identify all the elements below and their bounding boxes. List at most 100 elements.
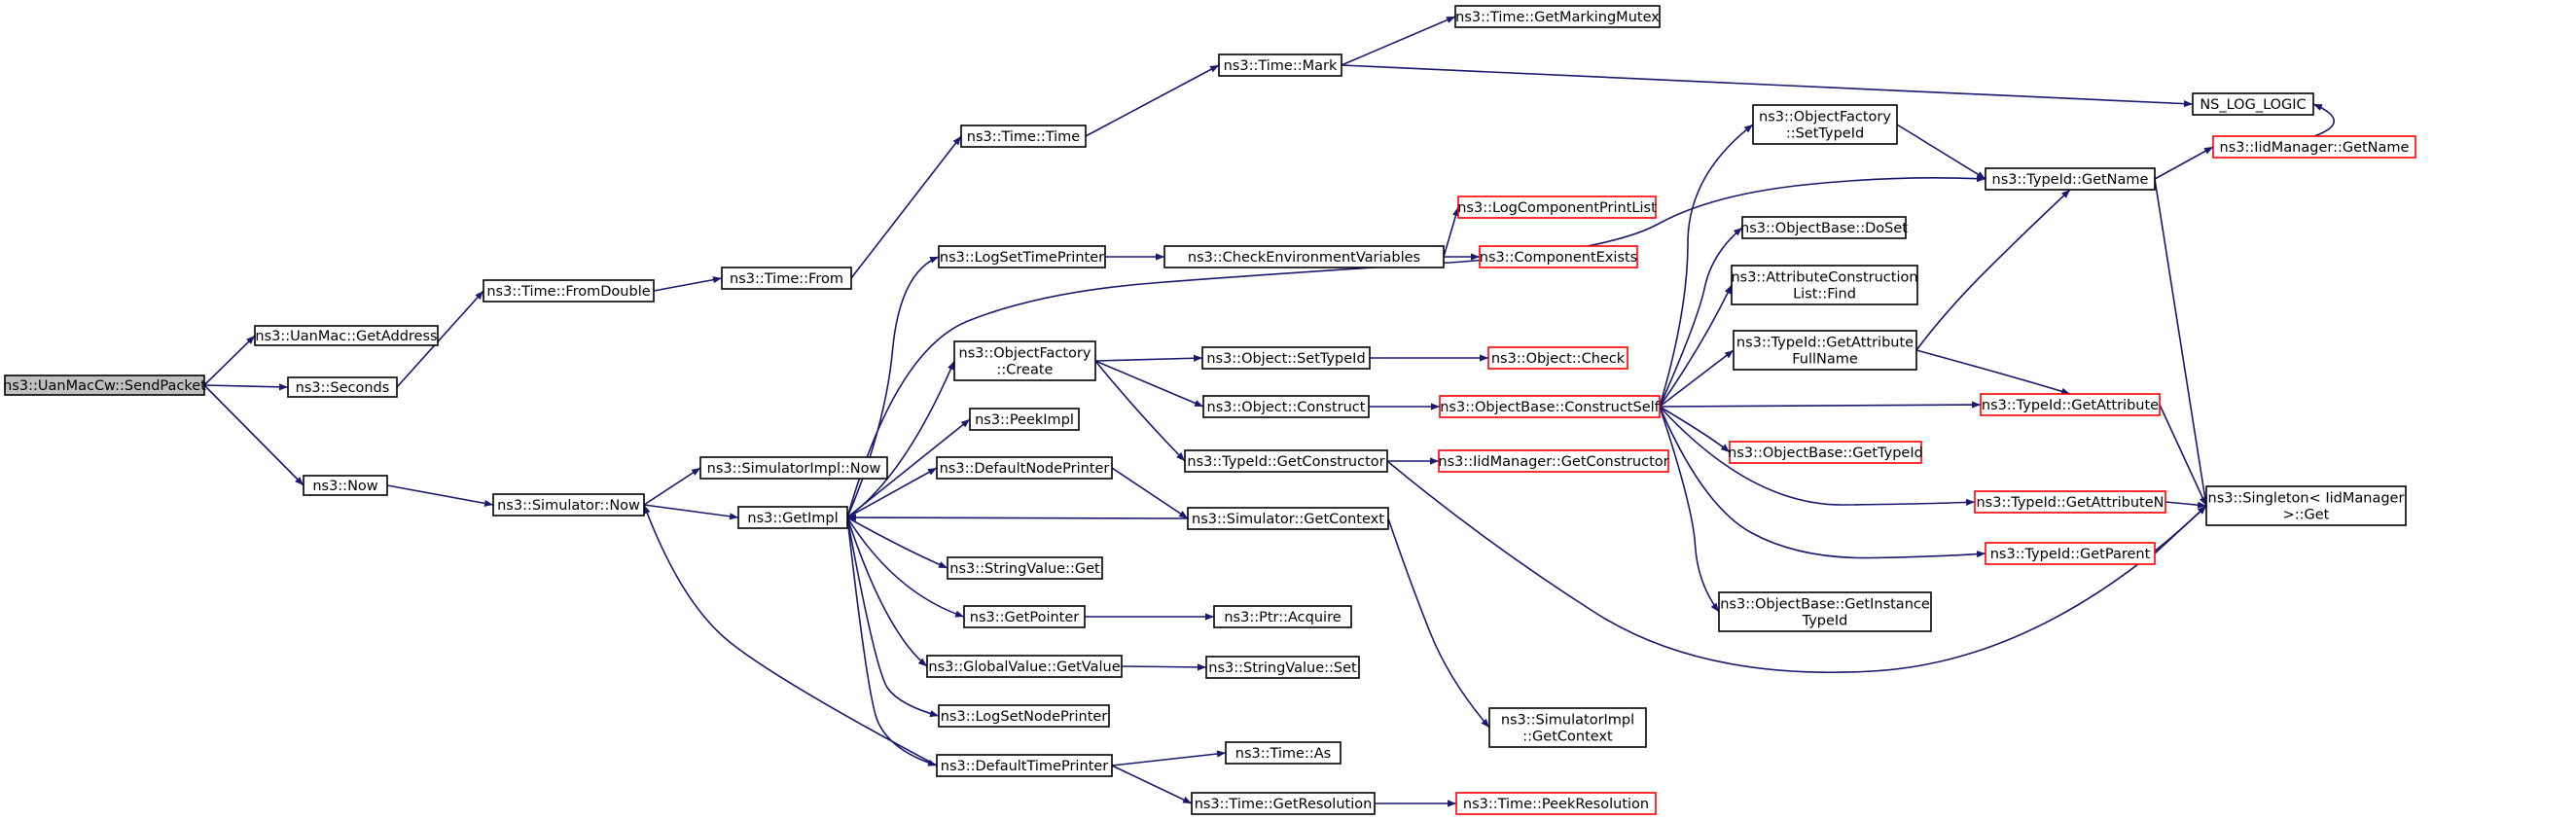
node-box[interactable] (1213, 605, 1352, 628)
node-box[interactable] (1985, 542, 2156, 565)
node-box[interactable] (1985, 167, 2156, 191)
node-singleton[interactable]: ns3::Singleton< IidManager >::Get (2205, 485, 2407, 526)
node-simimplctx[interactable]: ns3::SimulatorImpl::GetContext (1488, 707, 1647, 748)
node-box[interactable] (960, 125, 1087, 148)
node-box[interactable] (699, 456, 888, 480)
node-box[interactable] (1454, 5, 1661, 28)
node-box[interactable] (1733, 330, 1917, 371)
node-box[interactable] (1455, 792, 1657, 815)
node-box[interactable] (2192, 92, 2314, 116)
node-box[interactable] (1205, 656, 1360, 679)
node-timeas[interactable]: ns3::Time::As (1225, 741, 1342, 765)
node-box[interactable] (1479, 245, 1638, 268)
node-box[interactable] (1974, 490, 2166, 514)
node-box[interactable] (303, 475, 388, 496)
node-send[interactable]: ns3::UanMacCw::SendPacket (3, 374, 206, 396)
node-box[interactable] (721, 267, 852, 290)
node-simnow[interactable]: ns3::Simulator::Now (492, 493, 645, 517)
node-box[interactable] (492, 493, 645, 517)
node-box[interactable] (1487, 346, 1628, 370)
node-ofcreate[interactable]: ns3::ObjectFactory::Create (953, 340, 1096, 381)
node-box[interactable] (936, 754, 1113, 777)
node-timetime[interactable]: ns3::Time::Time (960, 125, 1087, 148)
node-constructself[interactable]: ns3::ObjectBase::ConstructSelf (1439, 395, 1661, 418)
node-box[interactable] (1457, 196, 1657, 219)
node-box[interactable] (1225, 741, 1342, 765)
node-box[interactable] (1731, 265, 1918, 305)
node-box[interactable] (947, 556, 1103, 580)
node-peekres[interactable]: ns3::Time::PeekResolution (1455, 792, 1657, 815)
node-objbasegettypeid[interactable]: ns3::ObjectBase::GetTypeId (1728, 441, 1923, 464)
node-box[interactable] (4, 374, 205, 396)
node-box[interactable] (1184, 449, 1388, 473)
node-markmutex[interactable]: ns3::Time::GetMarkingMutex (1454, 5, 1661, 28)
node-box[interactable] (1202, 395, 1370, 418)
node-box[interactable] (953, 340, 1096, 381)
node-objsettypeid[interactable]: ns3::Object::SetTypeId (1201, 346, 1371, 370)
node-gvgetvalue[interactable]: ns3::GlobalValue::GetValue (926, 655, 1123, 678)
node-box[interactable] (1191, 792, 1376, 815)
node-mark[interactable]: ns3::Time::Mark (1218, 53, 1342, 77)
node-box[interactable] (1488, 707, 1647, 748)
node-typeidgetname[interactable]: ns3::TypeId::GetName (1985, 167, 2156, 191)
node-logsetnp[interactable]: ns3::LogSetNodePrinter (938, 704, 1110, 728)
node-getpointer[interactable]: ns3::GetPointer (963, 605, 1086, 628)
node-checkenv[interactable]: ns3::CheckEnvironmentVariables (1163, 245, 1445, 268)
node-ptracquire[interactable]: ns3::Ptr::Acquire (1213, 605, 1352, 628)
node-box[interactable] (1752, 104, 1898, 145)
node-peekimpl[interactable]: ns3::PeekImpl (969, 408, 1080, 431)
node-getaddr[interactable]: ns3::UanMac::GetAddress (254, 325, 439, 346)
node-iidgetname[interactable]: ns3::IidManager::GetName (2212, 135, 2416, 159)
node-from[interactable]: ns3::Time::From (721, 267, 852, 290)
node-strget[interactable]: ns3::StringValue::Get (947, 556, 1103, 580)
node-box[interactable] (1718, 591, 1932, 632)
node-box[interactable] (1163, 245, 1445, 268)
node-box[interactable] (938, 245, 1106, 268)
node-nslog[interactable]: NS_LOG_LOGIC (2192, 92, 2314, 116)
node-box[interactable] (963, 605, 1086, 628)
node-box[interactable] (1438, 449, 1669, 473)
node-simimplnow[interactable]: ns3::SimulatorImpl::Now (699, 456, 888, 480)
node-getres[interactable]: ns3::Time::GetResolution (1191, 792, 1376, 815)
node-box[interactable] (1187, 507, 1389, 530)
node-doset[interactable]: ns3::ObjectBase::DoSet (1740, 216, 1908, 239)
node-box[interactable] (1980, 393, 2161, 416)
node-now[interactable]: ns3::Now (303, 475, 388, 496)
node-box[interactable] (1439, 395, 1661, 418)
node-box[interactable] (938, 704, 1110, 728)
node-box[interactable] (2205, 485, 2407, 526)
node-compexists[interactable]: ns3::ComponentExists (1479, 245, 1638, 268)
node-logsettp[interactable]: ns3::LogSetTimePrinter (938, 245, 1106, 268)
node-box[interactable] (936, 456, 1113, 480)
node-box[interactable] (1729, 441, 1922, 464)
node-simgetcontext[interactable]: ns3::Simulator::GetContext (1187, 507, 1389, 530)
node-box[interactable] (2212, 135, 2416, 159)
node-fromdouble[interactable]: ns3::Time::FromDouble (483, 279, 655, 303)
node-strset[interactable]: ns3::StringValue::Set (1205, 656, 1360, 679)
node-box[interactable] (1218, 53, 1342, 77)
node-box[interactable] (737, 506, 848, 529)
node-objcheck[interactable]: ns3::Object::Check (1487, 346, 1628, 370)
node-box[interactable] (969, 408, 1080, 431)
node-box[interactable] (254, 325, 439, 346)
node-getimpl[interactable]: ns3::GetImpl (737, 506, 848, 529)
node-deftimeprinter[interactable]: ns3::DefaultTimePrinter (936, 754, 1113, 777)
node-box[interactable] (483, 279, 655, 303)
node-box[interactable] (1741, 216, 1907, 239)
node-getconstructor[interactable]: ns3::TypeId::GetConstructor (1184, 449, 1388, 473)
node-logcomp[interactable]: ns3::LogComponentPrintList (1457, 196, 1657, 219)
node-objconstruct[interactable]: ns3::Object::Construct (1202, 395, 1370, 418)
node-ofsettypeid[interactable]: ns3::ObjectFactory::SetTypeId (1752, 104, 1898, 145)
node-getattributen[interactable]: ns3::TypeId::GetAttributeN (1974, 490, 2166, 514)
node-iidgetconstructor[interactable]: ns3::IidManager::GetConstructor (1438, 449, 1669, 473)
node-getparent[interactable]: ns3::TypeId::GetParent (1985, 542, 2156, 565)
node-box[interactable] (1201, 346, 1371, 370)
node-box[interactable] (287, 376, 398, 398)
node-seconds[interactable]: ns3::Seconds (287, 376, 398, 398)
node-defnodeprinter[interactable]: ns3::DefaultNodePrinter (936, 456, 1113, 480)
node-box[interactable] (926, 655, 1123, 678)
node-getattribute[interactable]: ns3::TypeId::GetAttribute (1980, 393, 2161, 416)
